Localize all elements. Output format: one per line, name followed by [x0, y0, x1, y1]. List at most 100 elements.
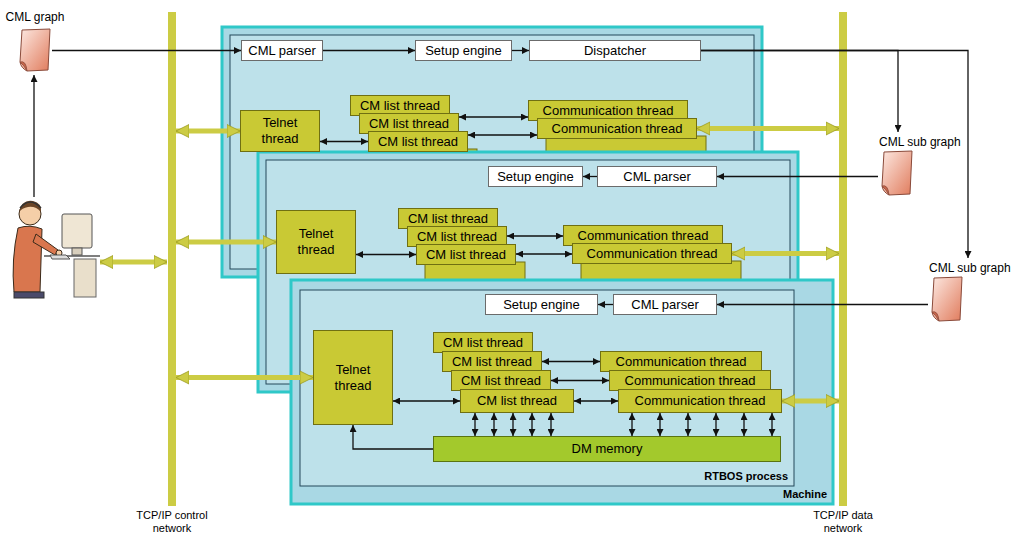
- thread-box-text: CM list thread: [369, 116, 449, 132]
- memory-box: DM memory: [433, 436, 781, 462]
- thread-box-text: CM list thread: [417, 229, 497, 245]
- user-illustration: [13, 201, 100, 298]
- thread-box-text: Communication thread: [552, 121, 683, 137]
- network-bus: TCP/IP control network: [168, 12, 176, 506]
- flow-arrow: [531, 413, 532, 436]
- process-box: Setup engine: [485, 294, 598, 315]
- flow-arrow: [353, 425, 433, 449]
- flow-arrow: [507, 235, 563, 236]
- flow-arrow: [715, 413, 716, 436]
- flow-arrow: [771, 413, 772, 436]
- thread-box-text: CM list thread: [408, 211, 488, 227]
- network-bus: [168, 12, 176, 506]
- process-box-text: Setup engine: [425, 43, 502, 59]
- flow-arrow: [33, 75, 34, 197]
- document-shape: [930, 276, 964, 322]
- network-bus: TCP/IP data network: [839, 12, 847, 506]
- thread-box: Telnet thread: [313, 330, 393, 425]
- computer-tower: [74, 259, 96, 297]
- process-box: Setup engine: [488, 166, 583, 187]
- document-icon-text: CML sub graph: [879, 135, 961, 150]
- network-arrow: [732, 251, 839, 256]
- thread-box: Communication thread: [563, 225, 723, 246]
- network-arrow: [782, 399, 839, 404]
- machine-panel: Machine RTBOS process Setup engine CML pars…: [291, 280, 833, 504]
- memory-box-text: DM memory: [572, 441, 643, 457]
- shape-layer: [168, 12, 847, 506]
- thread-box: Communication thread: [609, 370, 771, 391]
- flow-arrow: [542, 361, 600, 362]
- monitor: [62, 214, 92, 248]
- thread-box: CM list thread: [407, 226, 507, 247]
- network-bus-text: TCP/IP data network: [795, 509, 891, 535]
- document-page: [20, 29, 50, 71]
- thread-box: CM list thread: [460, 389, 574, 413]
- document-icon-text: CML graph: [6, 10, 65, 25]
- network-arrow: [697, 126, 839, 131]
- network-arrow: [176, 129, 240, 134]
- flow-arrow: [356, 254, 416, 255]
- thread-box: Communication thread: [528, 100, 688, 121]
- flow-arrow: [717, 304, 928, 305]
- flow-arrow: [631, 413, 632, 436]
- flow-arrow: [701, 51, 898, 133]
- thread-box: CM list thread: [359, 113, 459, 134]
- network-bus: [839, 12, 847, 506]
- thread-box: CM list thread: [442, 351, 542, 372]
- keyboard: [50, 255, 70, 259]
- flow-arrow: [717, 176, 878, 177]
- flow-arrow: [574, 400, 618, 401]
- process-box: CML parser: [241, 40, 323, 61]
- process-frame-text: RTBOS process: [704, 469, 788, 483]
- process-box-text: CML parser: [631, 297, 698, 313]
- monitor-stand: [72, 248, 82, 255]
- flow-arrow: [551, 380, 609, 381]
- document-page: [932, 277, 962, 321]
- thread-box: Communication thread: [572, 243, 732, 264]
- process-box-text: CML parser: [248, 43, 315, 59]
- headset: [20, 202, 41, 208]
- thread-box-text: CM list thread: [360, 98, 440, 114]
- network-arrow: [176, 240, 276, 245]
- network-arrow: [100, 260, 167, 265]
- thread-box-text: Communication thread: [616, 354, 747, 370]
- process-frame: RTBOS process Setup engine CML parserTelne…: [300, 290, 794, 486]
- thread-box-text: Communication thread: [543, 103, 674, 119]
- flow-arrow: [493, 413, 494, 436]
- thread-box-text: Communication thread: [625, 373, 756, 389]
- thread-box: CM list thread: [433, 332, 533, 353]
- thread-box-text: CM list thread: [461, 373, 541, 389]
- flow-arrow: [52, 50, 241, 51]
- document-icon-text: CML sub graph: [929, 261, 1011, 276]
- flow-arrow: [459, 116, 528, 117]
- machine-panel-text: Machine: [783, 487, 827, 501]
- thread-box: CM list thread: [398, 208, 498, 229]
- arm: [33, 234, 58, 255]
- thread-box: CM list thread: [350, 95, 450, 116]
- thread-box-text: Communication thread: [578, 228, 709, 244]
- thread-box: CM list thread: [416, 244, 516, 265]
- document-shape: [18, 28, 52, 72]
- flow-arrow: [512, 50, 529, 51]
- flow-arrow: [323, 50, 415, 51]
- document-icon: CML sub graph: [928, 258, 1012, 326]
- page-curl: [932, 312, 939, 321]
- thread-box-text: CM list thread: [443, 335, 523, 351]
- thread-box-text: Communication thread: [587, 246, 718, 262]
- process-box-text: Setup engine: [497, 169, 574, 185]
- chair-seat: [14, 292, 44, 298]
- flow-arrow: [516, 253, 572, 254]
- process-box: CML parser: [613, 294, 717, 315]
- thread-box-text: Telnet thread: [283, 226, 349, 258]
- machine-panel: [291, 280, 833, 504]
- page-curl: [882, 186, 889, 195]
- flow-arrow: [743, 413, 744, 436]
- thread-box-text: CM list thread: [426, 247, 506, 263]
- process-box-text: Setup engine: [503, 297, 580, 313]
- flow-arrow: [659, 413, 660, 436]
- flow-arrow: [701, 51, 968, 259]
- flow-arrow: [512, 413, 513, 436]
- document-shape: [880, 150, 914, 196]
- document-icon: CML graph: [18, 28, 52, 72]
